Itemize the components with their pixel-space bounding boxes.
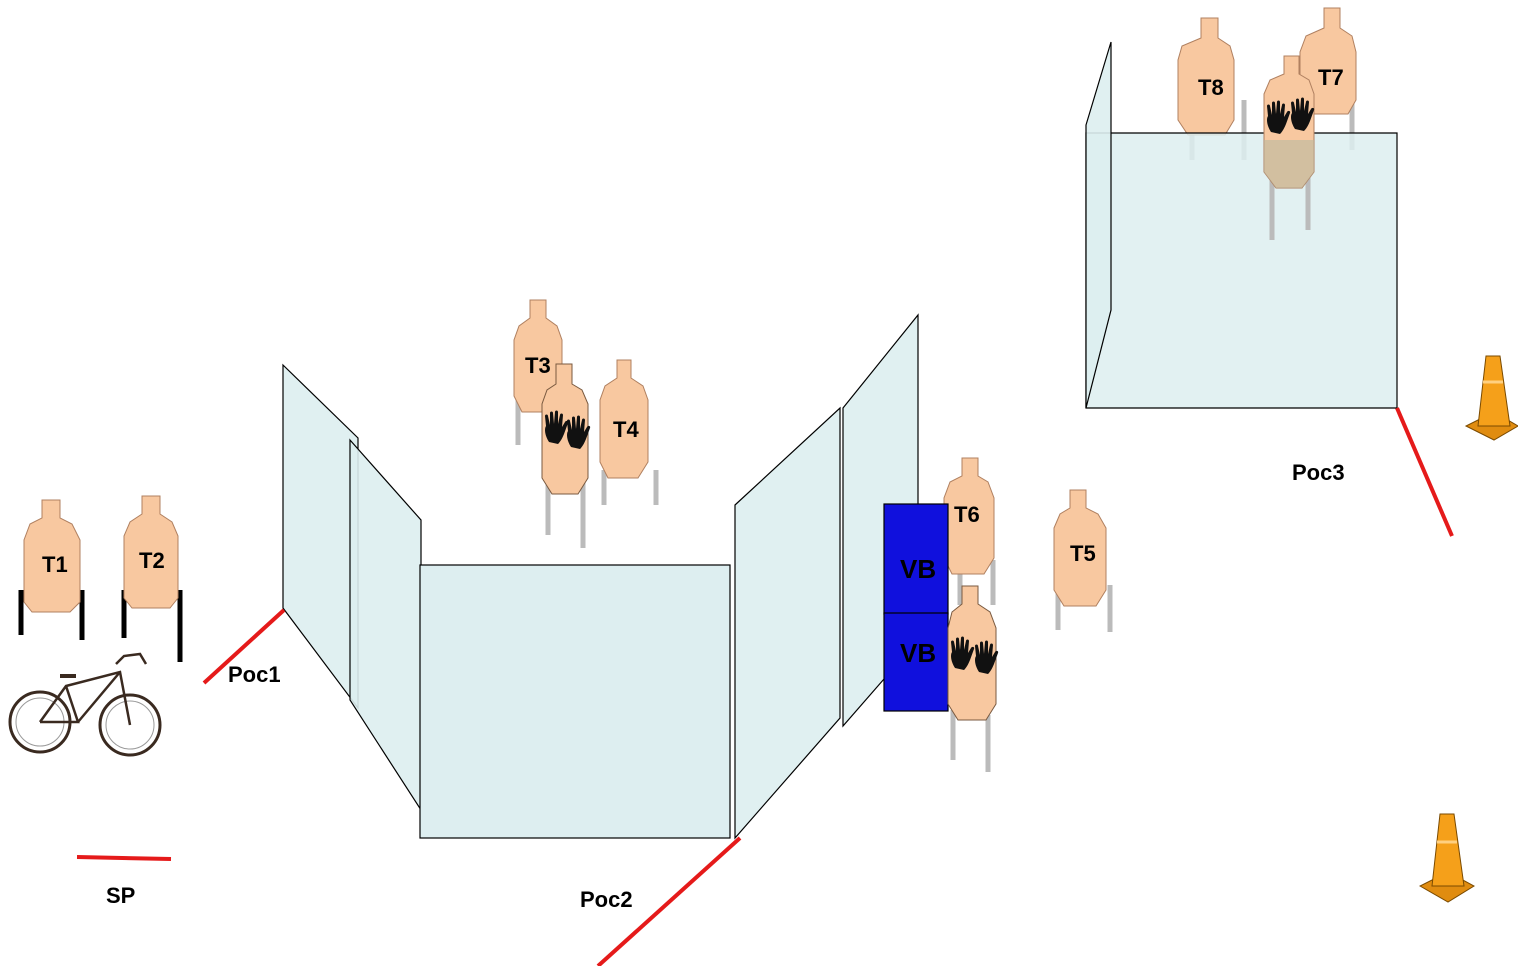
no-shoot-target-t6 (947, 585, 999, 772)
target-t7: T7 (1299, 7, 1357, 150)
target-t2-label: T2 (139, 548, 165, 573)
fault-line-sp (76, 855, 172, 861)
target-t1-label: T1 (42, 552, 68, 577)
position-poc3-label: Poc3 (1292, 460, 1345, 485)
traffic-cone-icon (1464, 355, 1518, 441)
target-t5: T5 (1053, 489, 1113, 632)
barrel-top: VB (883, 503, 949, 615)
barrel-bottom: VB (883, 612, 949, 712)
target-t8-label: T8 (1198, 75, 1224, 100)
barrel-top-label: VB (900, 554, 936, 584)
barrel-bottom-label: VB (900, 638, 936, 668)
fault-line-poc1 (202, 608, 286, 685)
position-poc1-label: Poc1 (228, 662, 281, 687)
target-t6: T6 (943, 457, 996, 605)
target-t8: T8 (1177, 17, 1247, 160)
traffic-cone-icon (1418, 813, 1476, 903)
no-shoot-target-t7 (1263, 55, 1315, 240)
no-shoot-target-t3 (541, 363, 591, 548)
target-t4: T4 (599, 359, 659, 505)
fault-line-poc3 (1395, 407, 1454, 537)
fault-line-poc2 (596, 836, 742, 968)
target-t4-label: T4 (613, 417, 639, 442)
target-t1: T1 (18, 499, 85, 640)
target-t5-label: T5 (1070, 541, 1096, 566)
target-t6-label: T6 (954, 502, 980, 527)
target-t7-label: T7 (1318, 65, 1344, 90)
position-poc2-label: Poc2 (580, 887, 633, 912)
target-t2: T2 (121, 495, 183, 662)
target-t3-label: T3 (525, 353, 551, 378)
bicycle-icon (8, 652, 162, 757)
position-sp-label: SP (106, 883, 135, 908)
wall-middle-structure (282, 313, 919, 840)
